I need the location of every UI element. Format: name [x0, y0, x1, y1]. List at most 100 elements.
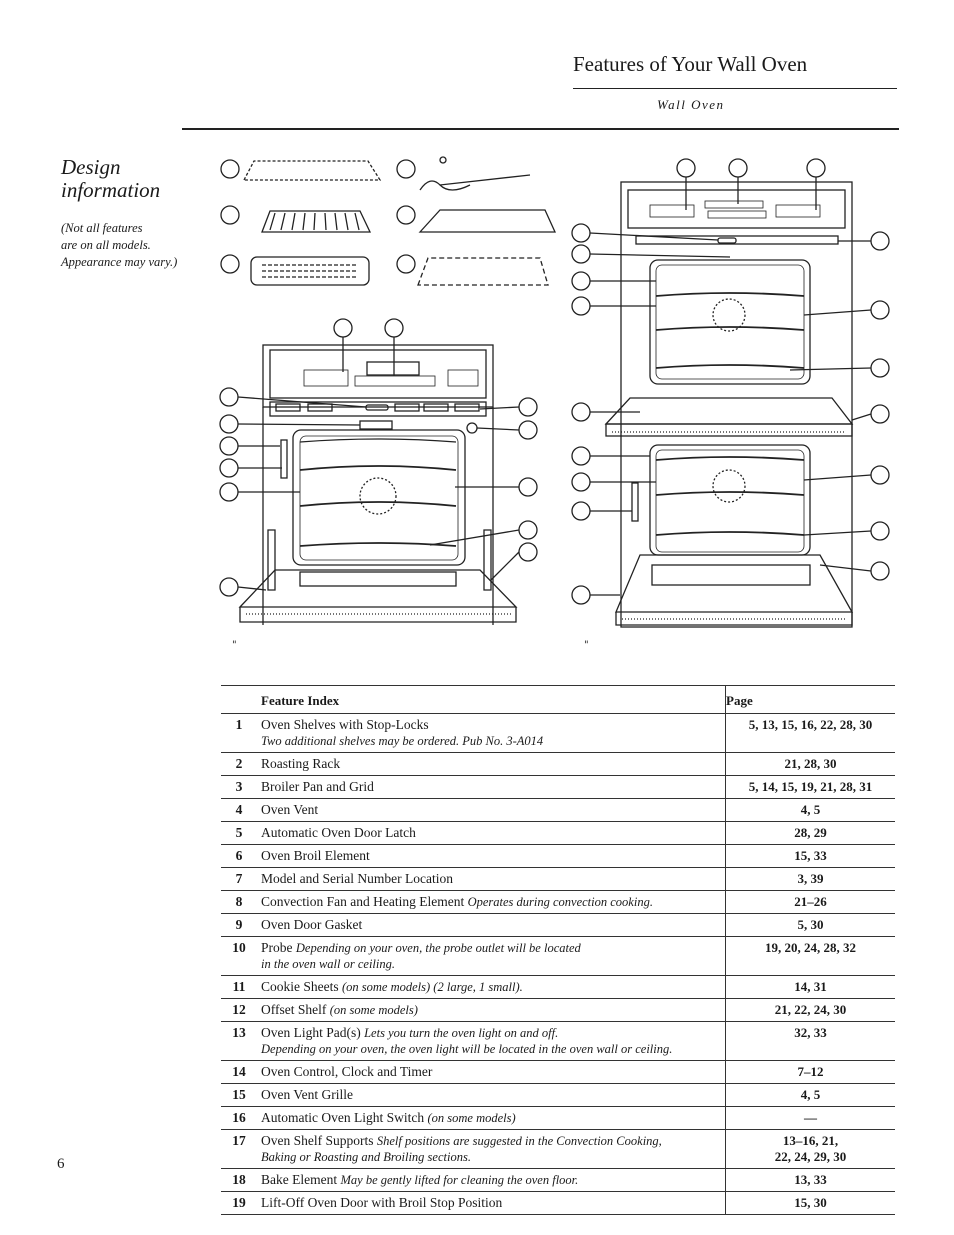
row-number: 19 [221, 1191, 257, 1215]
feature-note: (on some models) (2 large, 1 small). [342, 980, 523, 994]
page-cell: 28, 29 [725, 821, 895, 845]
feature-note-line-2: in the oven wall or ceiling. [261, 957, 396, 971]
page-ref: 15, 30 [794, 1195, 827, 1210]
feature-cell: Broiler Pan and Grid [257, 775, 726, 799]
page-ref: 5, 30 [797, 917, 824, 932]
feature-name: Oven Broil Element [261, 848, 370, 863]
row-number: 12 [221, 998, 257, 1022]
feature-name: Offset Shelf [261, 1002, 327, 1017]
feature-note: Operates during convection cooking. [467, 895, 653, 909]
page-ref: 21, 28, 30 [784, 756, 837, 771]
feature-cell: Oven Control, Clock and Timer [257, 1060, 726, 1084]
row-number: 10 [221, 936, 257, 976]
diagram-mark-left: " [232, 640, 237, 651]
row-number: 4 [221, 798, 257, 822]
feature-cell: Oven Vent [257, 798, 726, 822]
diagram-mark-right: " [584, 640, 589, 651]
page-cell: 4, 5 [725, 798, 895, 822]
design-note-line: (Not all features [61, 221, 143, 235]
page-ref: 7–12 [797, 1064, 824, 1079]
page-cell: — [725, 1106, 895, 1130]
page-ref: 13–16, 21, [782, 1133, 839, 1148]
page-title: Features of Your Wall Oven [573, 52, 808, 76]
feature-cell: Probe Depending on your oven, the probe … [257, 936, 726, 976]
page-number: 6 [57, 1156, 65, 1172]
page-ref: 4, 5 [800, 1087, 821, 1102]
table-row: 2 Roasting Rack 21, 28, 30 [221, 752, 895, 776]
page-ref: 32, 33 [794, 1025, 827, 1040]
page-cell: 21, 22, 24, 30 [725, 998, 895, 1022]
feature-cell: Oven Shelf Supports Shelf positions are … [257, 1129, 726, 1169]
row-number: 7 [221, 867, 257, 891]
row-number: 3 [221, 775, 257, 799]
feature-name: Roasting Rack [261, 756, 341, 771]
table-header-page: Page [725, 685, 895, 714]
feature-cell: Automatic Oven Light Switch (on some mod… [257, 1106, 726, 1130]
table-header-row: Feature Index Page [221, 685, 895, 714]
row-number: 16 [221, 1106, 257, 1130]
page-cell: 5, 30 [725, 913, 895, 937]
page-ref: 15, 33 [794, 848, 827, 863]
page-cell: 15, 30 [725, 1191, 895, 1215]
feature-name: Convection Fan and Heating Element [261, 894, 465, 909]
page-cell: 4, 5 [725, 1083, 895, 1107]
feature-cell: Oven Vent Grille [257, 1083, 726, 1107]
page-ref: 21, 22, 24, 30 [774, 1002, 847, 1017]
feature-cell: Model and Serial Number Location [257, 867, 726, 891]
page-cell: 21, 28, 30 [725, 752, 895, 776]
feature-name: Bake Element [261, 1172, 338, 1187]
feature-name: Oven Control, Clock and Timer [261, 1064, 433, 1079]
row-number: 11 [221, 975, 257, 999]
page-ref: 5, 14, 15, 19, 21, 28, 31 [748, 779, 873, 794]
row-number: 17 [221, 1129, 257, 1169]
table-row: 8 Convection Fan and Heating Element Oper… [221, 890, 895, 914]
row-number: 8 [221, 890, 257, 914]
feature-note-line-2: Baking or Roasting and Broiling sections… [261, 1150, 471, 1164]
page-cell: 5, 14, 15, 19, 21, 28, 31 [725, 775, 895, 799]
row-number: 18 [221, 1168, 257, 1192]
page-cell: 21–26 [725, 890, 895, 914]
feature-cell: Offset Shelf (on some models) [257, 998, 726, 1022]
roasting-rack-icon [261, 210, 372, 233]
feature-name: Cookie Sheets [261, 979, 339, 994]
feature-name: Oven Vent [261, 802, 319, 817]
page-cell: 3, 39 [725, 867, 895, 891]
title-rule [573, 88, 897, 89]
feature-name: Oven Door Gasket [261, 917, 363, 932]
feature-note-line-2: Two additional shelves may be ordered. P… [261, 734, 544, 748]
page-cell: 14, 31 [725, 975, 895, 999]
feature-name: Oven Shelf Supports [261, 1133, 374, 1148]
page-cell: 13–16, 21,22, 24, 29, 30 [725, 1129, 895, 1169]
offset-shelf-icon [418, 209, 557, 233]
page-cell: 32, 33 [725, 1021, 895, 1061]
page-subtitle: Wall Oven [657, 97, 725, 112]
page-ref: 19, 20, 24, 28, 32 [765, 940, 856, 955]
page-ref: 3, 39 [797, 871, 824, 886]
page-cell: 7–12 [725, 1060, 895, 1084]
feature-name: Lift-Off Oven Door with Broil Stop Posit… [261, 1195, 503, 1210]
feature-cell: Bake Element May be gently lifted for cl… [257, 1168, 726, 1192]
table-header-feature: Feature Index [257, 685, 726, 714]
feature-cell: Oven Door Gasket [257, 913, 726, 937]
feature-cell: Lift-Off Oven Door with Broil Stop Posit… [257, 1191, 726, 1215]
feature-cell: Roasting Rack [257, 752, 726, 776]
cookie-sheet-icon [242, 160, 382, 181]
shelf-icon [417, 257, 549, 286]
double-oven-illustration [571, 158, 890, 628]
feature-name: Probe [261, 940, 293, 955]
design-note: (Not all features are on all models. App… [61, 220, 211, 271]
page-ref: 14, 31 [794, 979, 827, 994]
feature-cell: Cookie Sheets (on some models) (2 large,… [257, 975, 726, 999]
row-number: 2 [221, 752, 257, 776]
probe-icon [419, 156, 531, 191]
feature-cell: Automatic Oven Door Latch [257, 821, 726, 845]
feature-cell: Oven Light Pad(s) Lets you turn the oven… [257, 1021, 726, 1061]
